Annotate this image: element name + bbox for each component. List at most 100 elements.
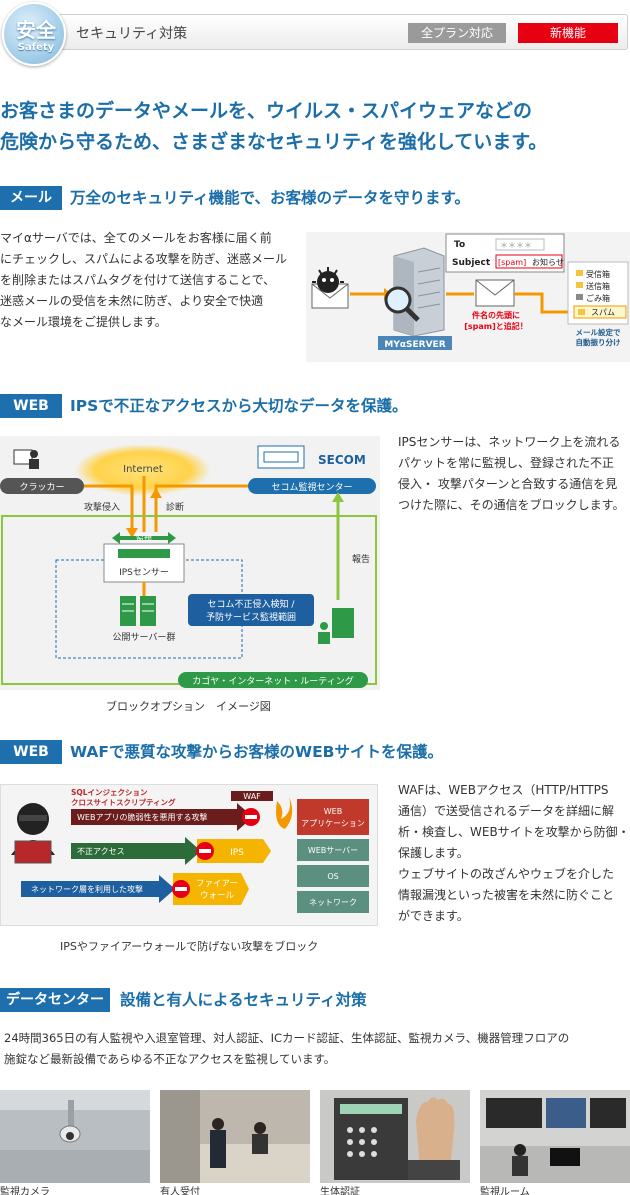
photo-camera	[0, 1090, 150, 1183]
hacker-icon	[11, 803, 55, 864]
scope-badge	[188, 594, 314, 626]
folder-trash: ごみ箱	[586, 293, 610, 303]
lead-line-2: 危険から守るため、さまざまなセキュリティを強化しています。	[0, 131, 548, 153]
ips-layer	[197, 839, 271, 863]
ips-caption: ブロックオプション イメージ図	[106, 700, 271, 713]
waf-text-line: 析・検査し、WEBサイトを攻撃から防御・	[398, 825, 630, 839]
secom-center-badge	[248, 478, 376, 494]
routing-badge	[178, 672, 368, 688]
public-servers-icon	[120, 596, 156, 626]
lead-text: お客さまのデータやメールを、ウイルス・スパイウェアなどの 危険から守るため、さま…	[0, 96, 630, 158]
photo-monitor-room	[480, 1090, 630, 1183]
secom-building-icon	[257, 445, 305, 469]
secom-center-label: セコム監視センター	[271, 481, 352, 493]
internet-cloud	[75, 444, 211, 496]
attack-arrow-3	[21, 875, 175, 903]
cracker-badge	[0, 478, 84, 494]
ips-diagram: Internet クラッカー SECOM セコム監視センター 攻撃侵入 診断 監…	[0, 436, 380, 690]
photo-caption-reception: 有人受付	[160, 1187, 200, 1195]
report-text: 報告	[352, 553, 370, 565]
mail-description: マイαサーバでは、全てのメールをお客様に届く前 にチェックし、スパムによる攻撃を…	[0, 228, 300, 333]
waf-badge-label: WAF	[243, 792, 261, 801]
layer-webserver-label: WEBサーバー	[308, 846, 358, 855]
to-label: To	[454, 240, 465, 250]
layer-network-label: ネットワーク	[309, 898, 357, 907]
scope-line-2: 予防サービス監視範囲	[206, 611, 296, 623]
waf-text-line: WAFは、WEBアクセス（HTTP/HTTPS	[398, 783, 609, 797]
envelope-icon	[475, 279, 515, 307]
magnifier-icon	[384, 286, 420, 322]
dc-description: 24時間365日の有人監視や入退室管理、対人認証、ICカード認証、生体認証、監視…	[4, 1028, 630, 1070]
waf-text-line: ウェブサイトの改ざんやウェブを介した	[398, 867, 615, 881]
safety-icon: 安全 Safety	[2, 2, 66, 66]
layer-webserver	[297, 839, 369, 861]
section-header: 安全 Safety セキュリティ対策 全プラン対応 新機能	[0, 0, 630, 70]
note-line-2: [spam]と追記！	[464, 321, 528, 331]
note-line-1: 件名の先頭に	[472, 310, 520, 320]
secom-logo: SECOM	[318, 453, 366, 467]
waf-badge	[231, 791, 273, 801]
waf-text-line: 通信）で送受信されるデータを詳細に解	[398, 804, 615, 818]
dc-text-line: 24時間365日の有人監視や入退室管理、対人認証、ICカード認証、生体認証、監視…	[4, 1031, 570, 1045]
folder-inbox: 受信箱	[586, 269, 610, 279]
ips-title: IPSで不正なアクセスから大切なデータを保護。	[70, 397, 408, 415]
subject-tag: [spam]	[498, 258, 526, 267]
ips-diagram-svg: Internet クラッカー SECOM セコム監視センター 攻撃侵入 診断 監…	[0, 444, 377, 688]
routing-label: カゴヤ・インターネット・ルーティング	[192, 675, 353, 687]
layer-os-label: OS	[327, 872, 338, 881]
mail-text-line: 迷惑メールの受信を未然に防ぎ、より安全で快適	[0, 294, 264, 308]
folder-sent: 送信箱	[586, 281, 610, 291]
network-attack-label: ネットワーク層を利用した攻撃	[31, 884, 143, 894]
ips-text-line: つけた際に、その通信をブロックします。	[398, 498, 625, 512]
attack-arrow-2	[71, 837, 201, 865]
mail-text-line: なメール環境をご提供します。	[0, 315, 167, 329]
reception-photo	[160, 1090, 310, 1183]
monitor-label: 監視	[136, 532, 152, 542]
header-title: セキュリティ対策	[76, 26, 188, 42]
safety-icon-jp: 安全	[16, 18, 56, 42]
cracker-label: クラッカー	[19, 482, 64, 493]
all-plans-badge: 全プラン対応	[408, 23, 506, 43]
mail-label: メール	[0, 186, 62, 210]
photo-caption-monitor-room: 監視ルーム	[480, 1187, 530, 1195]
scope-line-1: セコム不正侵入検知 /	[208, 598, 296, 610]
waf-text-line: 保護します。	[398, 846, 469, 860]
firewall-layer	[173, 873, 249, 905]
waf-description: WAFは、WEBアクセス（HTTP/HTTPS 通信）で送受信されるデータを詳細…	[398, 780, 630, 927]
diag-label: 診断	[166, 501, 184, 513]
ips-text-line: IPSセンサーは、ネットワーク上を流れる	[398, 435, 621, 449]
dc-label: データセンター	[0, 988, 110, 1012]
layer-app-2: アプリケーション	[301, 819, 365, 828]
mail-text-line: にチェックし、スパムによる攻撃を防ぎ、迷惑メール	[0, 252, 288, 266]
vuln-attack-label: WEBアプリの脆弱性を悪用する攻撃	[77, 812, 207, 822]
ips-layer-label: IPS	[230, 848, 244, 858]
layer-app	[297, 799, 369, 835]
monitor-room-photo	[480, 1090, 630, 1183]
layer-os	[297, 865, 369, 887]
waf-text-line: ができます。	[398, 909, 469, 923]
auto-sort-1: メール設定で	[576, 327, 621, 337]
firewall-label-1: ファイアー	[196, 879, 238, 889]
photo-caption-camera: 監視カメラ	[0, 1187, 50, 1195]
attack-label: 攻撃侵入	[84, 501, 120, 513]
biometric-photo	[320, 1090, 470, 1183]
waf-text-line: 情報漏洩といった被害を未然に防ぐこと	[398, 888, 615, 902]
servers-label: 公開サーバー群	[113, 631, 176, 643]
ips-description: IPSセンサーは、ネットワーク上を流れる パケットを常に監視し、登録された不正 …	[398, 432, 630, 516]
new-feature-badge: 新機能	[518, 23, 618, 43]
safety-icon-en: Safety	[17, 42, 55, 53]
photo-reception	[160, 1090, 310, 1183]
internet-label: Internet	[123, 464, 163, 475]
waf-diagram-svg: WEB アプリケーション WEBサーバー OS ネットワーク SQLインジェクシ…	[11, 787, 369, 913]
mail-diagram: MYαSERVER To ＊＊＊＊ Subject [spam] お知らせ 件名…	[306, 232, 630, 362]
subject-rest: お知らせ	[532, 257, 564, 267]
mail-title: 万全のセキュリティ機能で、お客様のデータを守ります。	[70, 189, 470, 207]
sql-label-2: クロスサイトスクリプティング	[71, 797, 176, 807]
subject-label: Subject	[452, 258, 491, 268]
mail-text-line: マイαサーバでは、全てのメールをお客様に届く前	[0, 231, 272, 245]
photo-caption-biometric: 生体認証	[320, 1187, 360, 1195]
camera-photo	[0, 1090, 150, 1183]
monitor-arrow	[112, 532, 176, 544]
dc-title: 設備と有人によるセキュリティ対策	[120, 991, 367, 1009]
layer-network	[297, 891, 369, 913]
